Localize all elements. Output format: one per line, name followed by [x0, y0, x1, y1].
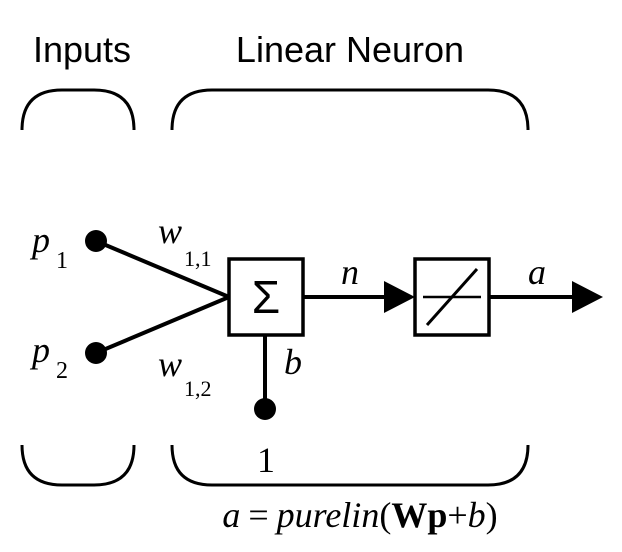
bias-label: b — [284, 342, 302, 382]
svg-text:1,2: 1,2 — [184, 376, 212, 401]
weight-w11-label: w 1,1 — [158, 211, 212, 271]
svg-text:w: w — [158, 211, 182, 251]
net-input-arrowhead — [384, 281, 415, 313]
output-arrowhead — [572, 281, 603, 313]
svg-text:2: 2 — [56, 358, 68, 384]
neuron-bottom-brace — [170, 444, 530, 487]
svg-text:1,1: 1,1 — [184, 246, 212, 271]
inputs-bottom-brace — [20, 444, 136, 487]
weight-w11-connection — [95, 239, 230, 299]
svg-text:p: p — [29, 220, 50, 260]
neuron-heading: Linear Neuron — [236, 29, 464, 70]
inputs-top-brace — [20, 88, 136, 131]
output-label: a — [528, 252, 546, 292]
net-input-label: n — [341, 252, 359, 292]
bias-source-label: 1 — [257, 440, 275, 480]
svg-text:p: p — [29, 330, 50, 370]
inputs-heading: Inputs — [33, 29, 131, 70]
input-p2-label: p 2 — [29, 330, 68, 384]
weight-w12-label: w 1,2 — [158, 344, 212, 401]
weight-w12-connection — [95, 295, 230, 355]
input-p1-label: p 1 — [29, 220, 68, 274]
equation: a=purelin(Wp+b) — [222, 495, 497, 535]
neuron-top-brace — [170, 88, 530, 131]
svg-text:w: w — [158, 344, 182, 384]
sigma-symbol: Σ — [252, 271, 280, 323]
svg-text:1: 1 — [56, 248, 68, 274]
bias-node — [254, 398, 276, 420]
summer-block — [227, 257, 305, 337]
